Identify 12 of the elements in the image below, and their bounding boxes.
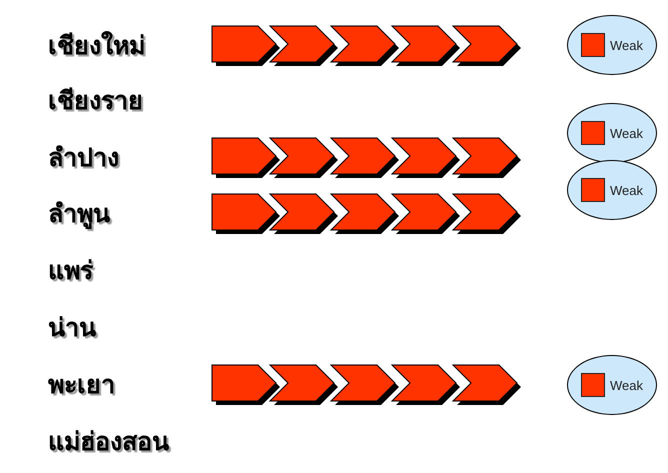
province-name: ลำปาง [48, 142, 119, 174]
province-name: เชียงใหม่ [48, 30, 145, 62]
province-name: น่าน [48, 312, 96, 344]
province-name: พะเยา [48, 369, 115, 401]
status-label: Weak [610, 126, 643, 140]
status-label: Weak [610, 378, 643, 392]
status-label: Weak [610, 38, 643, 52]
province-name: แพร่ [48, 255, 93, 287]
province-name: แม่ฮ่องสอน [48, 426, 169, 458]
status-label: Weak [610, 182, 643, 198]
province-name: ลำพูน [48, 198, 110, 231]
province-name: เชียงราย [48, 85, 143, 117]
